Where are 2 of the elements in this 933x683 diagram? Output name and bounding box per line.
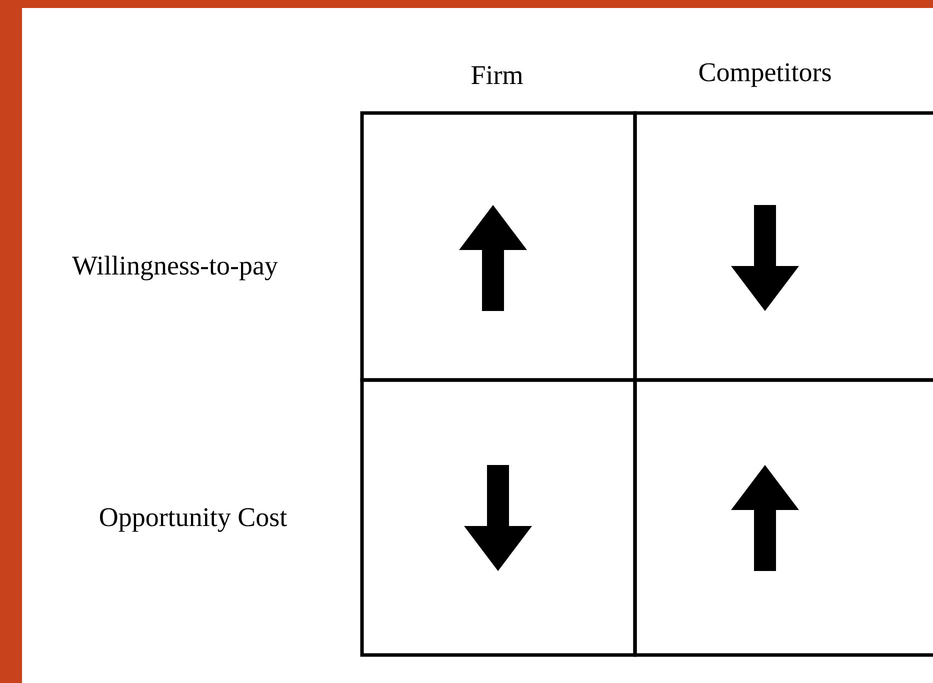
row-label: Willingness-to-pay bbox=[72, 256, 278, 280]
grid-cell bbox=[633, 378, 933, 657]
